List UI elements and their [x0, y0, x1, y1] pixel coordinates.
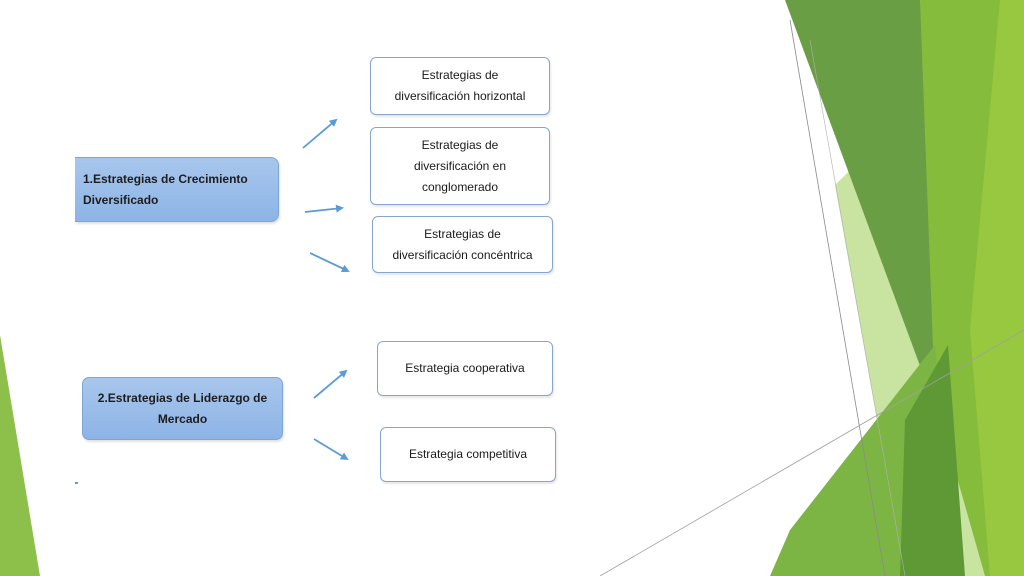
thin-line	[789, 19, 886, 576]
source-box-text: 2.Estrategias de Liderazgo de Mercado	[98, 388, 267, 430]
left-green-shape	[0, 335, 40, 576]
box-line: conglomerado	[421, 179, 499, 194]
arrow-to-competitiva	[313, 438, 349, 461]
thin-line	[809, 39, 906, 576]
thin-line	[599, 329, 1024, 576]
box-line: diversificación concéntrica	[392, 247, 533, 262]
box-line: Estrategia competitiva	[408, 447, 528, 461]
box-line: diversificación horizontal	[394, 89, 526, 103]
target-box-diversificacion-conglomerado: Estrategias de diversificación en conglo…	[370, 127, 550, 205]
box-line: Estrategias de	[421, 68, 499, 82]
source-box-text: 1.Estrategias de Crecimiento Diversifica…	[83, 169, 248, 211]
target-box-diversificacion-concentrica: Estrategias de diversificación concéntri…	[372, 216, 553, 273]
right-green-shape-dark	[785, 0, 965, 420]
box-line: diversificación en	[413, 158, 507, 173]
right-green-shape-pale	[835, 0, 1024, 576]
target-box-estrategia-competitiva: Estrategia competitiva	[380, 427, 556, 482]
source-box-crecimiento-diversificado: 1.Estrategias de Crecimiento Diversifica…	[75, 157, 279, 222]
arrow-to-conglomerado	[304, 204, 344, 213]
right-bottom-dark-shape	[900, 345, 965, 576]
box-line: 2.Estrategias de Liderazgo de	[97, 390, 268, 405]
target-box-estrategia-cooperativa: Estrategia cooperativa	[377, 341, 553, 396]
right-green-shape-mid	[920, 0, 1024, 576]
arrow-to-concentrica	[309, 252, 350, 273]
target-box-diversificacion-horizontal: Estrategias de diversificación horizonta…	[370, 57, 550, 115]
box-line: Diversificado	[83, 192, 159, 207]
box-line: Estrategia cooperativa	[405, 361, 525, 375]
box-line: Estrategias de	[424, 226, 501, 241]
box-line: 1.Estrategias de Crecimiento	[83, 171, 248, 186]
stray-mark	[75, 482, 78, 484]
right-bottom-green-shape	[770, 345, 960, 576]
box-line: Estrategias de	[421, 137, 499, 152]
arrow-to-cooperativa	[313, 369, 348, 399]
source-box-liderazgo-mercado: 2.Estrategias de Liderazgo de Mercado	[82, 377, 283, 440]
right-green-shape-bright	[970, 0, 1024, 576]
box-line: Mercado	[157, 411, 208, 426]
arrow-to-horizontal	[302, 118, 338, 149]
